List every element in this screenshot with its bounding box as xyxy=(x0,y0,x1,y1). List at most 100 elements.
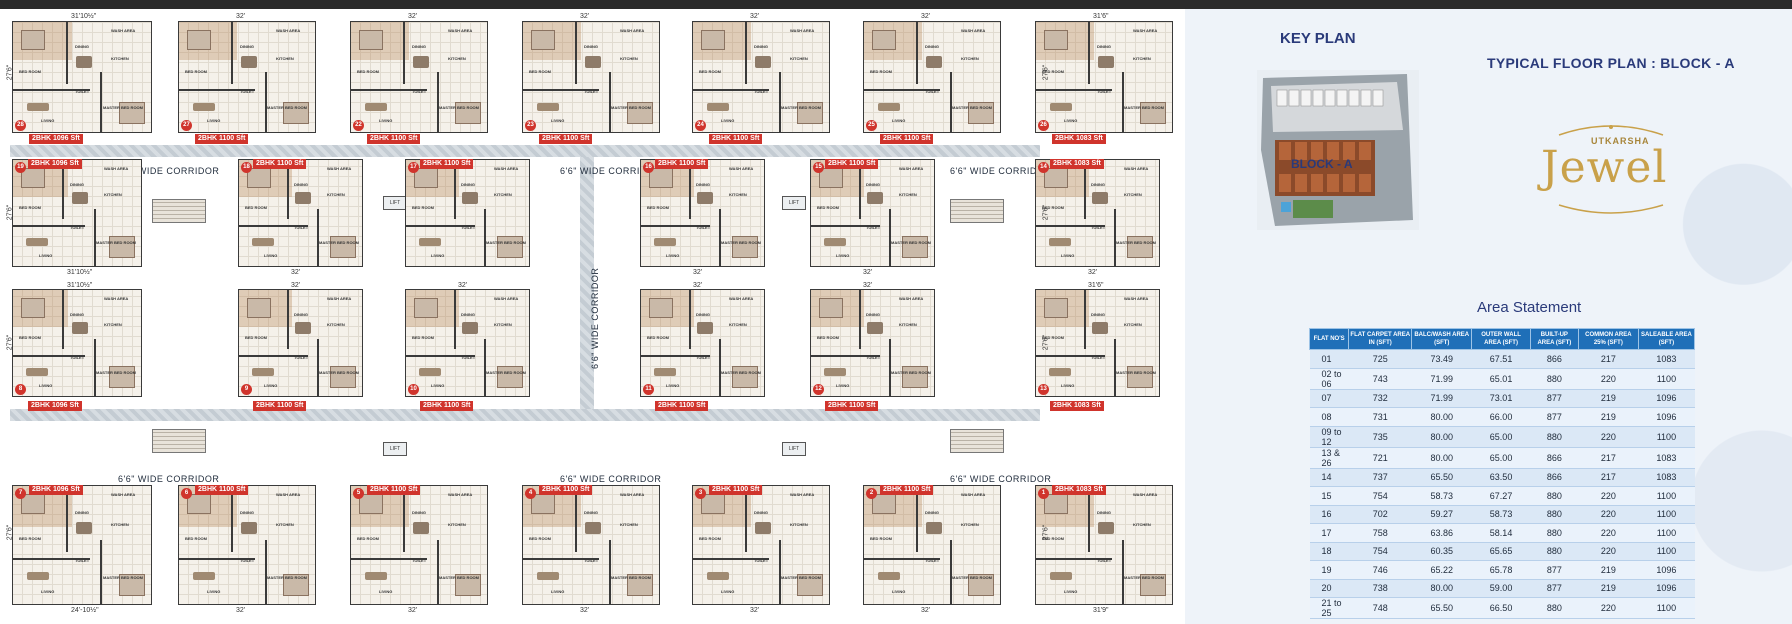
flat-number: 26 xyxy=(1038,120,1049,131)
bed-icon xyxy=(902,236,928,258)
flat-width-dimension: 32' xyxy=(863,282,873,289)
table-cell: 1100 xyxy=(1638,505,1695,524)
bed-icon xyxy=(497,366,523,388)
table-cell: 746 xyxy=(1348,560,1412,580)
corridor-label: 6'6" WIDE CORRIDOR xyxy=(118,474,220,484)
key-plan-map: BLOCK - A xyxy=(1257,70,1419,230)
table-cell: 67.27 xyxy=(1471,486,1531,506)
flat-no-cell: 02 to 06 xyxy=(1309,368,1349,390)
table-cell: 80.00 xyxy=(1411,407,1472,427)
table-cell: 220 xyxy=(1578,505,1639,524)
table-cell: 721 xyxy=(1348,447,1412,469)
dining-table-icon xyxy=(295,322,311,334)
table-cell: 65.01 xyxy=(1471,368,1531,390)
flat-unit: BED ROOM DINING KITCHEN WASH AREA TOILET… xyxy=(1035,159,1160,267)
flat-number: 19 xyxy=(15,162,26,173)
logo-utkarsha: UTKARSHA xyxy=(1591,136,1650,146)
flat-number: 23 xyxy=(525,120,536,131)
flat-depth-dimension: 27'6" xyxy=(6,204,14,221)
flat-width-dimension: 32' xyxy=(236,13,246,20)
sofa-icon xyxy=(27,103,49,111)
corridor-label: 6'6" WIDE CORRIDOR xyxy=(118,166,220,176)
corridor-vertical-label: 6'6" WIDE CORRIDOR xyxy=(590,267,600,369)
flat-number: 2 xyxy=(866,488,877,499)
table-cell: 1100 xyxy=(1638,426,1695,448)
flat-number: 15 xyxy=(813,162,824,173)
bed-icon xyxy=(283,574,309,596)
flat-depth-dimension: 27'6" xyxy=(1042,64,1050,81)
flat-number: 12 xyxy=(813,384,824,395)
dining-table-icon xyxy=(697,192,713,204)
flat-width-dimension: 32' xyxy=(693,282,703,289)
dining-table-icon xyxy=(1098,56,1114,68)
table-cell: 217 xyxy=(1578,447,1639,469)
table-cell: 1100 xyxy=(1638,542,1695,561)
flat-width-dimension: 32' xyxy=(458,282,468,289)
flat-width-dimension: 32' xyxy=(921,13,931,20)
table-cell: 65.50 xyxy=(1411,597,1472,619)
lift: LIFT xyxy=(782,442,806,456)
dining-table-icon xyxy=(413,522,429,534)
flat-size-tag: 2BHK 1100 Sft xyxy=(420,159,474,169)
table-cell: 71.99 xyxy=(1411,368,1472,390)
table-cell: 1100 xyxy=(1638,368,1695,390)
sofa-icon xyxy=(1050,103,1072,111)
flat-number: 27 xyxy=(181,120,192,131)
flat-no-cell: 20 xyxy=(1309,579,1349,598)
flat-no-cell: 21 to 25 xyxy=(1309,597,1349,619)
flat-size-tag: 2BHK 1100 Sft xyxy=(825,401,879,411)
info-panel: KEY PLAN TYPICAL FLOOR PLAN : BLOCK - A … xyxy=(1185,9,1792,624)
sofa-icon xyxy=(419,238,441,246)
table-cell: 1083 xyxy=(1638,468,1695,487)
table-cell: 59.00 xyxy=(1471,579,1531,598)
bed-icon xyxy=(732,366,758,388)
flat-size-tag: 2BHK 1100 Sft xyxy=(367,485,421,495)
bed-icon xyxy=(247,298,271,318)
flat-width-dimension: 32' xyxy=(408,13,418,20)
dining-table-icon xyxy=(867,192,883,204)
table-cell: 1083 xyxy=(1638,447,1695,469)
dining-table-icon xyxy=(697,322,713,334)
flat-width-dimension: 31'6" xyxy=(1093,13,1109,20)
corridor-label: 6'6" WIDE CORRIDOR xyxy=(950,166,1052,176)
flat-width-dimension: 31'10½" xyxy=(67,269,93,276)
table-cell: 880 xyxy=(1530,542,1579,561)
flat-size-tag: 2BHK 1100 Sft xyxy=(367,134,421,144)
flat-no-cell: 07 xyxy=(1309,389,1349,408)
sofa-icon xyxy=(27,572,49,580)
dining-table-icon xyxy=(1092,322,1108,334)
table-cell: 880 xyxy=(1530,368,1579,390)
bed-icon xyxy=(187,30,211,50)
dining-table-icon xyxy=(241,56,257,68)
corridor-label: 6'6" WIDE CORRIDOR xyxy=(950,474,1052,484)
table-cell: 880 xyxy=(1530,597,1579,619)
flat-unit: BED ROOM DINING KITCHEN WASH AREA TOILET… xyxy=(12,159,142,267)
table-cell: 220 xyxy=(1578,486,1639,506)
table-cell: 880 xyxy=(1530,486,1579,506)
bed-icon xyxy=(21,30,45,50)
dining-table-icon xyxy=(585,522,601,534)
flat-unit: BED ROOM DINING KITCHEN WASH AREA TOILET… xyxy=(238,289,363,397)
flat-size-tag: 2BHK 1100 Sft xyxy=(539,485,593,495)
flat-size-tag: 2BHK 1083 Sft xyxy=(1050,159,1104,169)
flat-size-tag: 2BHK 1100 Sft xyxy=(539,134,593,144)
flat-width-dimension: 32' xyxy=(291,282,301,289)
flat-width-dimension: 32' xyxy=(1088,269,1098,276)
table-cell: 754 xyxy=(1348,542,1412,561)
flat-number: 25 xyxy=(866,120,877,131)
table-cell: 880 xyxy=(1530,523,1579,543)
bed-icon xyxy=(119,574,145,596)
table-cell: 1083 xyxy=(1638,349,1695,369)
table-cell: 866 xyxy=(1530,468,1579,487)
bed-icon xyxy=(359,30,383,50)
dining-table-icon xyxy=(72,192,88,204)
table-cell: 1096 xyxy=(1638,389,1695,408)
bed-icon xyxy=(1044,30,1068,50)
bed-icon xyxy=(21,298,45,318)
bed-icon xyxy=(627,102,653,124)
dining-table-icon xyxy=(295,192,311,204)
